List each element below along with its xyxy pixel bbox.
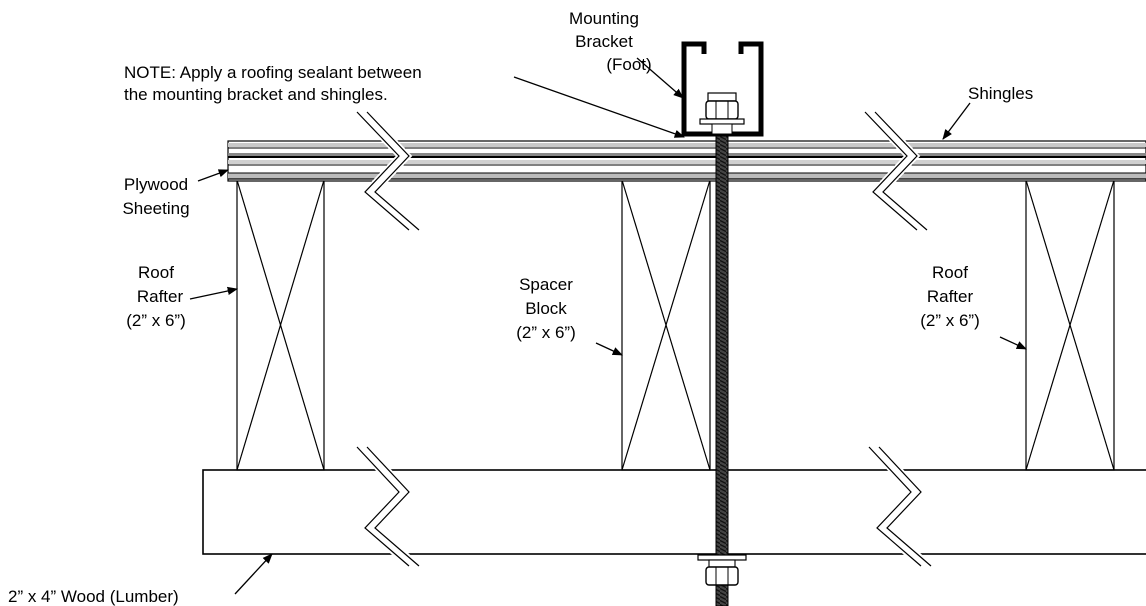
label-roof-rafter-right: Roof Rafter (2” x 6”) — [920, 263, 980, 330]
label-mounting-bracket: Mounting Bracket (Foot) — [569, 9, 652, 74]
note-leader — [513, 76, 685, 138]
label-mounting-bracket-line3: (Foot) — [606, 55, 651, 74]
label-roof-rafter-left: Roof Rafter (2” x 6”) — [126, 263, 186, 330]
label-mounting-bracket-line1: Mounting — [569, 9, 639, 28]
bottom-nut-washer — [697, 554, 747, 586]
label-rafter-right-line2: Rafter — [927, 287, 974, 306]
label-rafter-left-line3: (2” x 6”) — [126, 311, 186, 330]
rafter-right-leader — [999, 336, 1027, 350]
break-mark-top-left — [356, 107, 420, 235]
top-nut-washer — [699, 92, 745, 135]
spacer-leader — [595, 342, 623, 356]
label-plywood: Plywood Sheeting — [122, 175, 189, 218]
leader-lines — [189, 57, 1027, 595]
label-rafter-left-line2: Rafter — [137, 287, 184, 306]
label-spacer-line3: (2” x 6”) — [516, 323, 576, 342]
break-mark-top-right — [864, 107, 928, 235]
spacer-block — [621, 179, 711, 471]
label-spacer-block: Spacer Block (2” x 6”) — [516, 275, 576, 342]
break-mark-bottom-left — [356, 442, 420, 571]
roof-rafter-right — [1025, 179, 1115, 471]
label-lumber: 2” x 4” Wood (Lumber) — [8, 587, 179, 606]
shingle-plywood-layers — [227, 140, 1146, 182]
lumber-board — [202, 469, 1146, 555]
rafter-left-leader — [189, 286, 239, 300]
label-plywood-line1: Plywood — [124, 175, 188, 194]
threaded-rod — [715, 95, 729, 606]
label-note: NOTE: Apply a roofing sealant between th… — [124, 63, 422, 104]
bracket-leader — [636, 57, 684, 99]
roof-rafter-left — [236, 179, 325, 471]
lumber-leader — [234, 553, 273, 595]
label-shingles: Shingles — [968, 84, 1033, 103]
label-rafter-right-line1: Roof — [932, 263, 968, 282]
label-spacer-line2: Block — [525, 299, 567, 318]
label-rafter-right-line3: (2” x 6”) — [920, 311, 980, 330]
shingles-leader — [942, 102, 971, 140]
break-mark-bottom-right — [868, 442, 932, 571]
label-spacer-line1: Spacer — [519, 275, 573, 294]
label-plywood-line2: Sheeting — [122, 199, 189, 218]
label-note-line2: the mounting bracket and shingles. — [124, 85, 388, 104]
label-rafter-left-line1: Roof — [138, 263, 174, 282]
label-mounting-bracket-line2: Bracket — [575, 32, 633, 51]
plywood-leader — [197, 169, 229, 182]
label-note-line1: NOTE: Apply a roofing sealant between — [124, 63, 422, 82]
